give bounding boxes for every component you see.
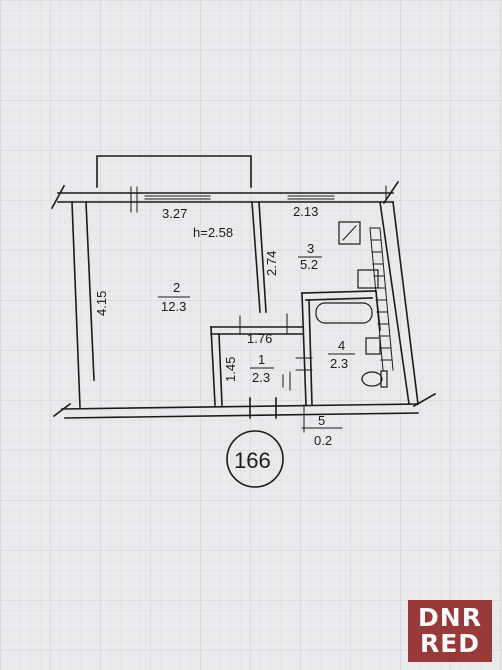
partition-2-3 [251, 201, 267, 313]
toilet-tank [380, 370, 388, 388]
dim-room2-depth: 4.15 [94, 291, 109, 316]
dim-room3-depth: 2.74 [264, 251, 279, 276]
watermark-line2: RED [419, 629, 481, 658]
watermark-logo: DNR RED [408, 600, 492, 662]
ventilation-ladder [369, 227, 394, 371]
room4-area: 2.3 [330, 356, 348, 371]
kitchen-sink [357, 269, 379, 289]
plan-number: 166 [234, 448, 271, 473]
room1-area: 2.3 [252, 370, 270, 385]
toilet [361, 371, 383, 387]
bottom-break-left [52, 402, 72, 418]
ceiling-height: h=2.58 [193, 225, 233, 240]
bathtub [315, 302, 373, 324]
room5-leader [301, 404, 343, 433]
room5-id: 5 [318, 413, 325, 428]
room3-area: 5.2 [300, 257, 318, 272]
right-wall [379, 201, 419, 405]
room2-id: 2 [173, 280, 180, 295]
bathroom-left-wall [301, 292, 313, 406]
plan-number-circle [226, 430, 284, 488]
dim-hall-depth: 1.45 [223, 357, 238, 382]
room2-area: 12.3 [161, 299, 186, 314]
room1-id: 1 [258, 352, 265, 367]
left-wall [71, 201, 95, 408]
room5-area: 0.2 [314, 433, 332, 448]
balcony [96, 155, 252, 188]
bath-sink [365, 337, 381, 355]
watermark-line1: DNR [418, 603, 482, 632]
window-left [144, 192, 211, 203]
window-right [287, 192, 335, 203]
dim-room2-width: 3.27 [162, 206, 187, 221]
entrance-door [249, 397, 277, 419]
stove-icon [338, 221, 361, 245]
partition-hall-left [210, 326, 223, 406]
room3-id: 3 [307, 241, 314, 256]
room4-id: 4 [338, 338, 345, 353]
bath-door-marks [282, 357, 313, 391]
partition-hall-ticks [239, 313, 288, 335]
wall-break-left [50, 184, 66, 210]
bottom-wall [61, 403, 419, 419]
top-ticks [130, 185, 387, 213]
top-wall [57, 192, 394, 203]
dim-hall-width: 1.76 [247, 331, 272, 346]
dim-room3-width: 2.13 [293, 204, 318, 219]
